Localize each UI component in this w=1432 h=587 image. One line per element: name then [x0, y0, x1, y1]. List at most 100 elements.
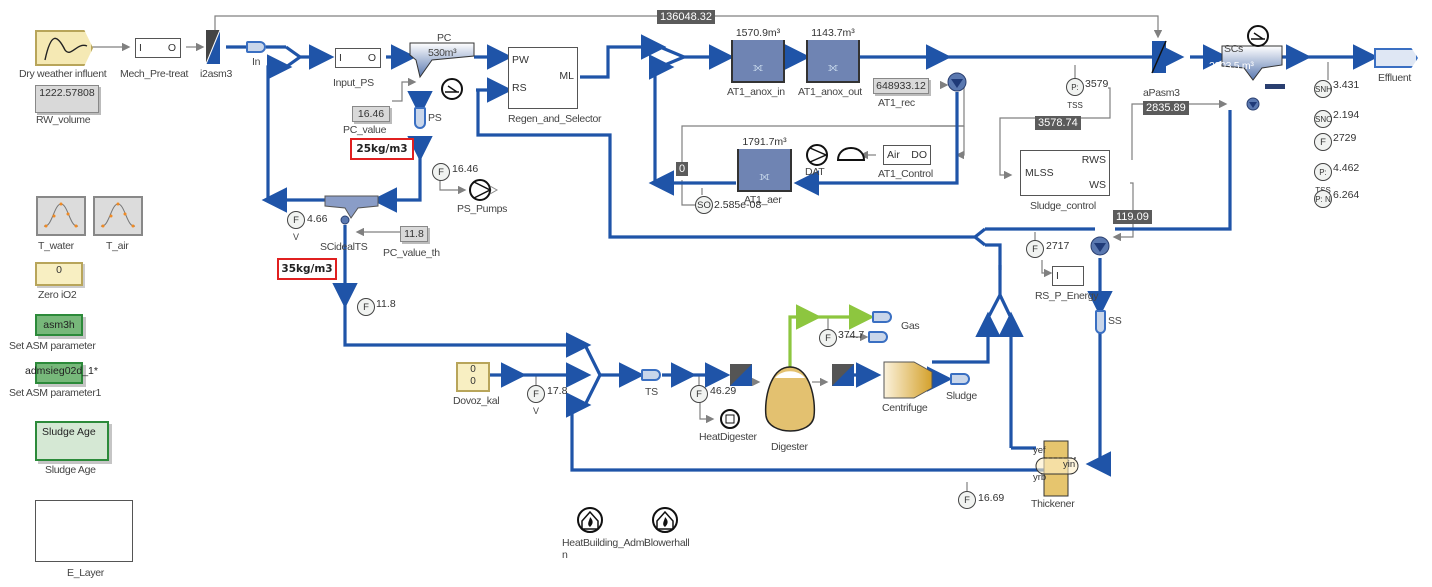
mech-pretreat-block[interactable]: I O	[135, 38, 181, 58]
so-sensor[interactable]: SO	[695, 196, 713, 214]
dat-diffuser-icon	[836, 147, 866, 161]
at1-rec-display[interactable]: 648933.12	[873, 78, 929, 94]
zero-io2-label: Zero iO2	[38, 289, 77, 301]
bypass-flow-display[interactable]: 136048.32	[657, 10, 715, 24]
heatbuilding-admin-icon	[577, 507, 603, 533]
at1-aer-label: AT1_aer	[744, 194, 782, 206]
thickener-label: Thickener	[1031, 498, 1075, 510]
v-mark-dovoz: V	[533, 406, 539, 416]
input-ps-block[interactable]: I O	[335, 48, 381, 68]
blowerhall-icon	[652, 507, 678, 533]
ss-connector[interactable]	[1095, 310, 1106, 334]
pc-value-th-display[interactable]: 11.8	[400, 226, 428, 242]
pc-volume[interactable]: 530m³	[428, 47, 457, 59]
t-water-curve-icon	[43, 202, 79, 228]
rws-display[interactable]: 2835.89	[1143, 101, 1189, 115]
thickener-yrb-port: yrb	[1033, 472, 1047, 483]
ts-connector[interactable]	[641, 369, 661, 381]
ps-pump-icon	[469, 179, 499, 201]
pc-value-number: 16.46	[357, 108, 385, 120]
ss-label: SS	[1108, 315, 1122, 327]
ptss-effluent-sensor[interactable]: P: TSS	[1314, 163, 1332, 195]
pc-value-display[interactable]: 16.46	[352, 106, 390, 122]
scs-scraper-icon	[1247, 25, 1269, 47]
t-air-curve-icon	[100, 202, 136, 228]
f-sensor-dovoz[interactable]: F	[527, 385, 545, 403]
effluent-connector[interactable]	[1374, 48, 1418, 68]
f-gas-value: 374.7	[838, 329, 865, 341]
ptss-sensor-label: P: TSS	[1067, 83, 1083, 110]
sno-sensor[interactable]: SNO	[1314, 110, 1332, 128]
t-water-graph[interactable]	[36, 196, 86, 236]
ts-label: TS	[645, 386, 658, 398]
dovoz-top-value: 0	[470, 364, 476, 375]
at1-anox-in-volume: 1570.9m³	[733, 26, 783, 40]
dovoz-kal-block[interactable]: 0 0	[456, 362, 490, 392]
sensor-f-letter: F	[533, 389, 539, 400]
in-connector[interactable]	[246, 41, 266, 53]
scs-clarifier	[1221, 45, 1283, 81]
dry-weather-influent-block[interactable]	[35, 30, 93, 66]
sensor-f-letter: F	[363, 302, 369, 313]
f-sensor-effluent[interactable]: F	[1314, 133, 1332, 151]
sensor-f-letter: F	[696, 389, 702, 400]
zero-io2-block[interactable]: 0	[35, 262, 83, 286]
dry-weather-influent-label: Dry weather influent	[19, 68, 107, 80]
scs-underflow-icon	[1246, 97, 1260, 111]
f-dovoz-value: 17.8	[547, 385, 568, 397]
sludge-age-button-label: Sludge Age	[42, 426, 96, 438]
input-ps-in-port: I	[339, 52, 342, 64]
set-asm-parameter1-block[interactable]: admsieg02d_1*	[25, 362, 98, 384]
at1-control-block[interactable]: Air DO	[883, 145, 931, 165]
at1-rec-value: 648933.12	[876, 80, 926, 92]
gas-flow-connector[interactable]	[868, 331, 888, 343]
at1-anox-out-tank[interactable]: 1143.7m³ ⟗	[806, 26, 860, 83]
input-ps-out-port: O	[367, 52, 376, 64]
f-sensor-digester[interactable]: F	[690, 385, 708, 403]
f-sensor-ts-in[interactable]: F	[357, 298, 375, 316]
sensor-f-letter: F	[1320, 137, 1326, 148]
dovoz-kal-label: Dovoz_kal	[453, 395, 500, 407]
sludge-control-block[interactable]: MLSS RWS WS	[1020, 150, 1110, 196]
at1-anox-out-volume: 1143.7m³	[808, 26, 858, 40]
sludge-control-label: Sludge_control	[1030, 200, 1096, 212]
f-sensor-rs[interactable]: F	[1026, 240, 1044, 258]
sludge-age-block[interactable]: Sludge Age	[35, 421, 109, 461]
zero-io2-value: 0	[56, 264, 62, 276]
mlss-display[interactable]: 3578.74	[1035, 116, 1081, 130]
scidealts-label: SCidealTS	[320, 241, 368, 253]
at1-anox-out-label: AT1_anox_out	[798, 86, 862, 98]
e-layer-label: E_Layer	[67, 567, 105, 579]
ws-display[interactable]: 119.09	[1113, 210, 1152, 224]
regen-and-selector-block[interactable]: PW RS ML	[508, 47, 578, 109]
t-air-graph[interactable]	[93, 196, 143, 236]
waveform-icon	[44, 37, 88, 61]
at1-anox-in-tank[interactable]: 1570.9m³ ⟗	[731, 26, 785, 83]
ps-connector[interactable]	[414, 107, 426, 129]
set-asm-parameter-block[interactable]: asm3h	[35, 314, 83, 336]
sc-mlss-port: MLSS	[1025, 167, 1054, 179]
rs-p-energy-block[interactable]: I	[1052, 266, 1084, 286]
mixer-icon: ⟗	[759, 169, 770, 183]
sc-ws-port: WS	[1089, 179, 1106, 191]
ptss-sensor[interactable]: P: TSS	[1066, 78, 1084, 110]
sludge-connector[interactable]	[950, 373, 970, 385]
at1-aer-tank[interactable]: 1791.7m³ ⟗	[737, 135, 792, 192]
snh-sensor-label: SNH	[1315, 85, 1332, 94]
f-sensor-gas[interactable]: F	[819, 329, 837, 347]
f-sensor-ps[interactable]: F	[432, 163, 450, 181]
ps-label: PS	[428, 112, 442, 124]
gas-connector[interactable]	[872, 311, 892, 323]
scs-volume[interactable]: 2203.5 m³	[1209, 60, 1254, 72]
mech-out-port: O	[167, 42, 176, 54]
snh-sensor[interactable]: SNH	[1314, 80, 1332, 98]
sensor-f-letter: F	[438, 167, 444, 178]
e-layer-block[interactable]	[35, 500, 133, 562]
f-sensor-thickener[interactable]: F	[958, 491, 976, 509]
f-sensor-scideal[interactable]: F	[287, 211, 305, 229]
zero-display[interactable]: 0	[676, 162, 689, 176]
dat-label: DAT	[805, 166, 825, 178]
pn-sensor[interactable]: P: N	[1314, 190, 1332, 208]
sensor-f-letter: F	[1032, 244, 1038, 255]
sludge-level-indicator	[1265, 84, 1285, 89]
